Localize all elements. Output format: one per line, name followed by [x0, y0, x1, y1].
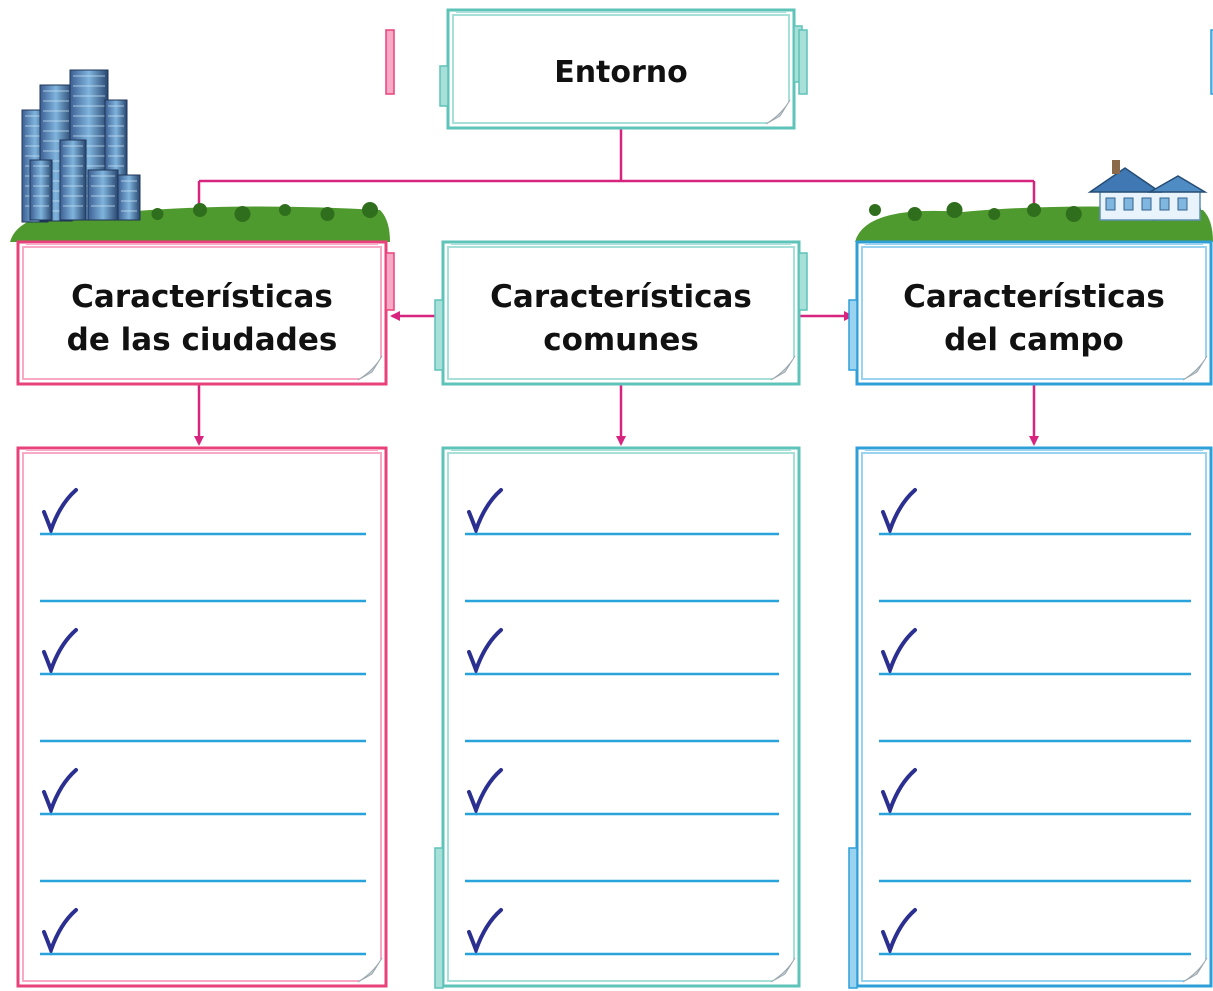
checklist-box-city	[16, 29, 395, 988]
checklist-box-country-right-tab	[1210, 29, 1213, 95]
header-box-city-right-tab	[385, 252, 395, 311]
checklist-box-common-page-curl-icon	[771, 958, 795, 982]
checkmark-icon	[881, 768, 917, 816]
checklist-box-country-page-curl-icon	[1183, 958, 1207, 982]
checklist-row	[465, 628, 779, 743]
header-city-line-0: Características	[71, 279, 333, 315]
header-city-line-1: de las ciudades	[67, 322, 338, 358]
checkmark-icon	[467, 768, 503, 816]
header-box-city-page-curl-icon	[358, 356, 382, 380]
checklist-box-country-left-tab	[848, 847, 858, 989]
checklist-row	[879, 628, 1191, 743]
header-country-line-0: Características	[903, 279, 1165, 315]
root-label: Entorno	[554, 55, 688, 90]
checklist-row	[465, 488, 779, 603]
checklist-row	[40, 628, 366, 743]
checklist-row	[40, 768, 366, 883]
checklist-row	[465, 908, 779, 956]
country-house-icon	[1087, 160, 1208, 221]
checkmark-icon	[467, 628, 503, 676]
checklist-row	[879, 488, 1191, 603]
header-box-common-left-tab	[434, 299, 444, 371]
root-box-left-tab	[439, 65, 449, 107]
header-box-country	[848, 240, 1213, 386]
boxes-layer	[16, 8, 1213, 989]
header-country-line-1: del campo	[944, 322, 1124, 358]
checklist-box-common-left-tab	[434, 847, 444, 989]
checkmark-icon	[467, 488, 503, 536]
checkmark-icon	[42, 908, 78, 956]
header-box-common-page-curl-icon	[771, 356, 795, 380]
illustrations	[10, 69, 1213, 242]
checkmark-icon	[42, 768, 78, 816]
header-common-line-0: Características	[490, 279, 752, 315]
checklist-row	[465, 768, 779, 883]
checkmark-icon	[881, 908, 917, 956]
connector-lines	[194, 128, 1039, 446]
checklist-box-city-right-tab	[385, 29, 395, 95]
header-box-country-left-tab	[848, 299, 858, 371]
checkmark-icon	[881, 488, 917, 536]
checkmark-icon	[42, 488, 78, 536]
header-common-line-1: comunes	[543, 322, 699, 358]
checklist-box-city-page-curl-icon	[358, 958, 382, 982]
root-box-page-curl-icon	[766, 100, 790, 124]
checklist-row	[40, 908, 366, 956]
header-box-common-right-tab	[798, 252, 808, 311]
checkmark-icon	[42, 628, 78, 676]
city-buildings-icon	[21, 69, 141, 223]
checklist-box-common	[434, 29, 808, 989]
checklist-row	[879, 908, 1191, 956]
checklist-row	[40, 488, 366, 603]
root-box	[439, 8, 803, 130]
header-box-country-page-curl-icon	[1183, 356, 1207, 380]
checklist-box-common-right-tab	[798, 29, 808, 95]
checkmark-icon	[467, 908, 503, 956]
checklist-box-country	[848, 29, 1213, 989]
header-box-city	[16, 240, 395, 386]
header-box-common	[434, 240, 808, 386]
checklist-row	[879, 768, 1191, 883]
checkmark-icon	[881, 628, 917, 676]
